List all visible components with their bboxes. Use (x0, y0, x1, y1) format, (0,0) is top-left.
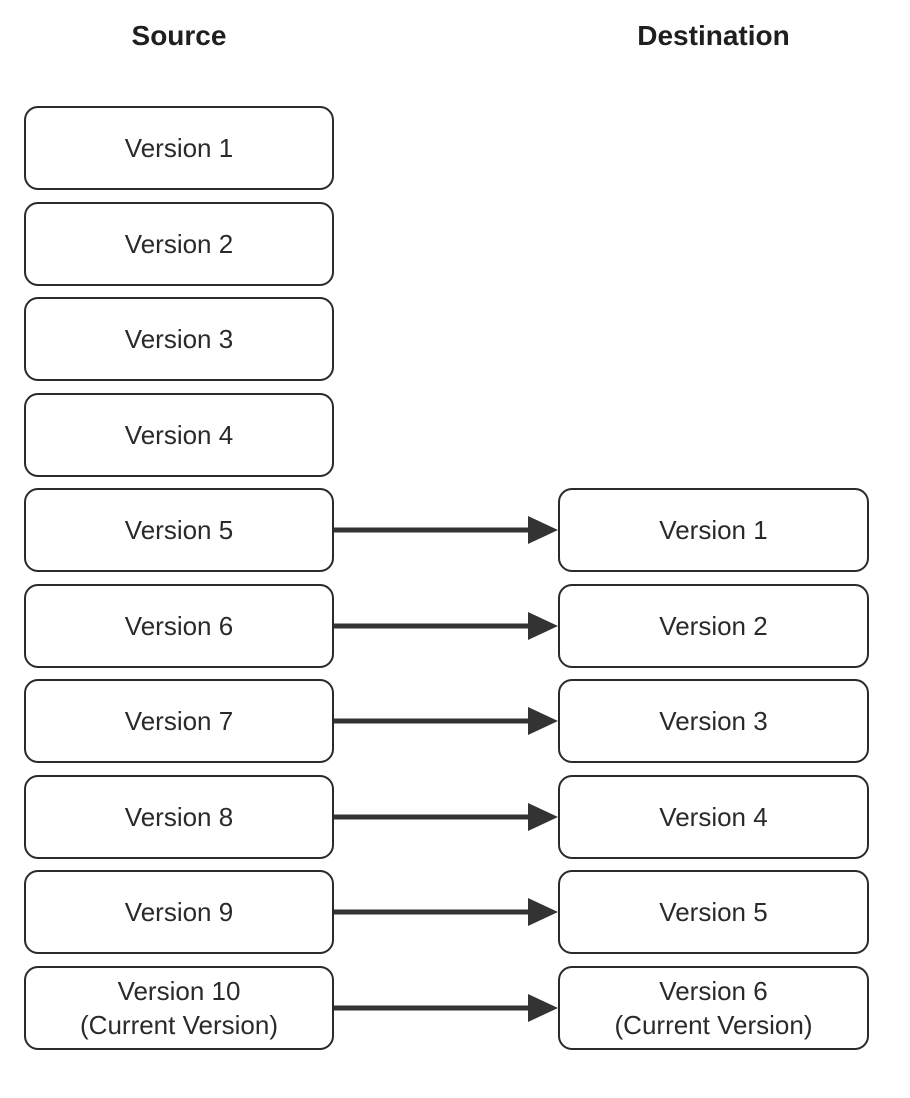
source-version-6-label: Version 6 (124, 610, 234, 641)
source-version-1-box: Version 1 (24, 106, 334, 190)
source-version-7-box: Version 7 (24, 679, 334, 763)
source-version-8-label: Version 8 (124, 801, 234, 832)
destination-version-1-box: Version 1 (558, 488, 869, 572)
destination-version-4-box: Version 4 (558, 775, 869, 859)
destination-version-1-label: Version 1 (659, 514, 768, 545)
destination-version-4-label: Version 4 (659, 801, 768, 832)
source-version-3-label: Version 3 (124, 323, 234, 354)
source-version-5-label: Version 5 (124, 514, 234, 545)
arrow-head-5 (528, 898, 558, 926)
destination-version-3-box: Version 3 (558, 679, 869, 763)
source-version-2-box: Version 2 (24, 202, 334, 286)
destination-version-5-label: Version 5 (659, 896, 768, 927)
source-version-4-label: Version 4 (124, 419, 234, 450)
destination-version-2-box: Version 2 (558, 584, 869, 668)
source-version-2-label: Version 2 (124, 228, 234, 259)
destination-version-2-label: Version 2 (659, 610, 768, 641)
source-version-10-sublabel: (Current Version) (80, 1010, 278, 1040)
arrow-head-2 (528, 612, 558, 640)
source-version-9-box: Version 9 (24, 870, 334, 954)
arrow-head-3 (528, 707, 558, 735)
arrow-head-1 (528, 516, 558, 544)
source-version-10-label: Version 10 (117, 975, 241, 1006)
arrow-head-4 (528, 803, 558, 831)
destination-version-3-label: Version 3 (659, 705, 768, 736)
source-version-7-label: Version 7 (124, 705, 234, 736)
source-version-8-box: Version 8 (24, 775, 334, 859)
destination-version-6-label: Version 6 (659, 975, 768, 1006)
source-version-3-box: Version 3 (24, 297, 334, 381)
destination-version-6-sublabel: (Current Version) (614, 1010, 813, 1040)
source-version-1-label: Version 1 (124, 132, 234, 163)
source-version-9-label: Version 9 (124, 896, 234, 927)
source-version-5-box: Version 5 (24, 488, 334, 572)
source-version-6-box: Version 6 (24, 584, 334, 668)
source-version-4-box: Version 4 (24, 393, 334, 477)
destination-version-5-box: Version 5 (558, 870, 869, 954)
source-column-title: Source (131, 20, 227, 51)
source-version-10-box: Version 10 (Current Version) (24, 966, 334, 1050)
destination-version-6-box: Version 6 (Current Version) (558, 966, 869, 1050)
arrow-head-6 (528, 994, 558, 1022)
destination-column-title: Destination (637, 20, 790, 51)
